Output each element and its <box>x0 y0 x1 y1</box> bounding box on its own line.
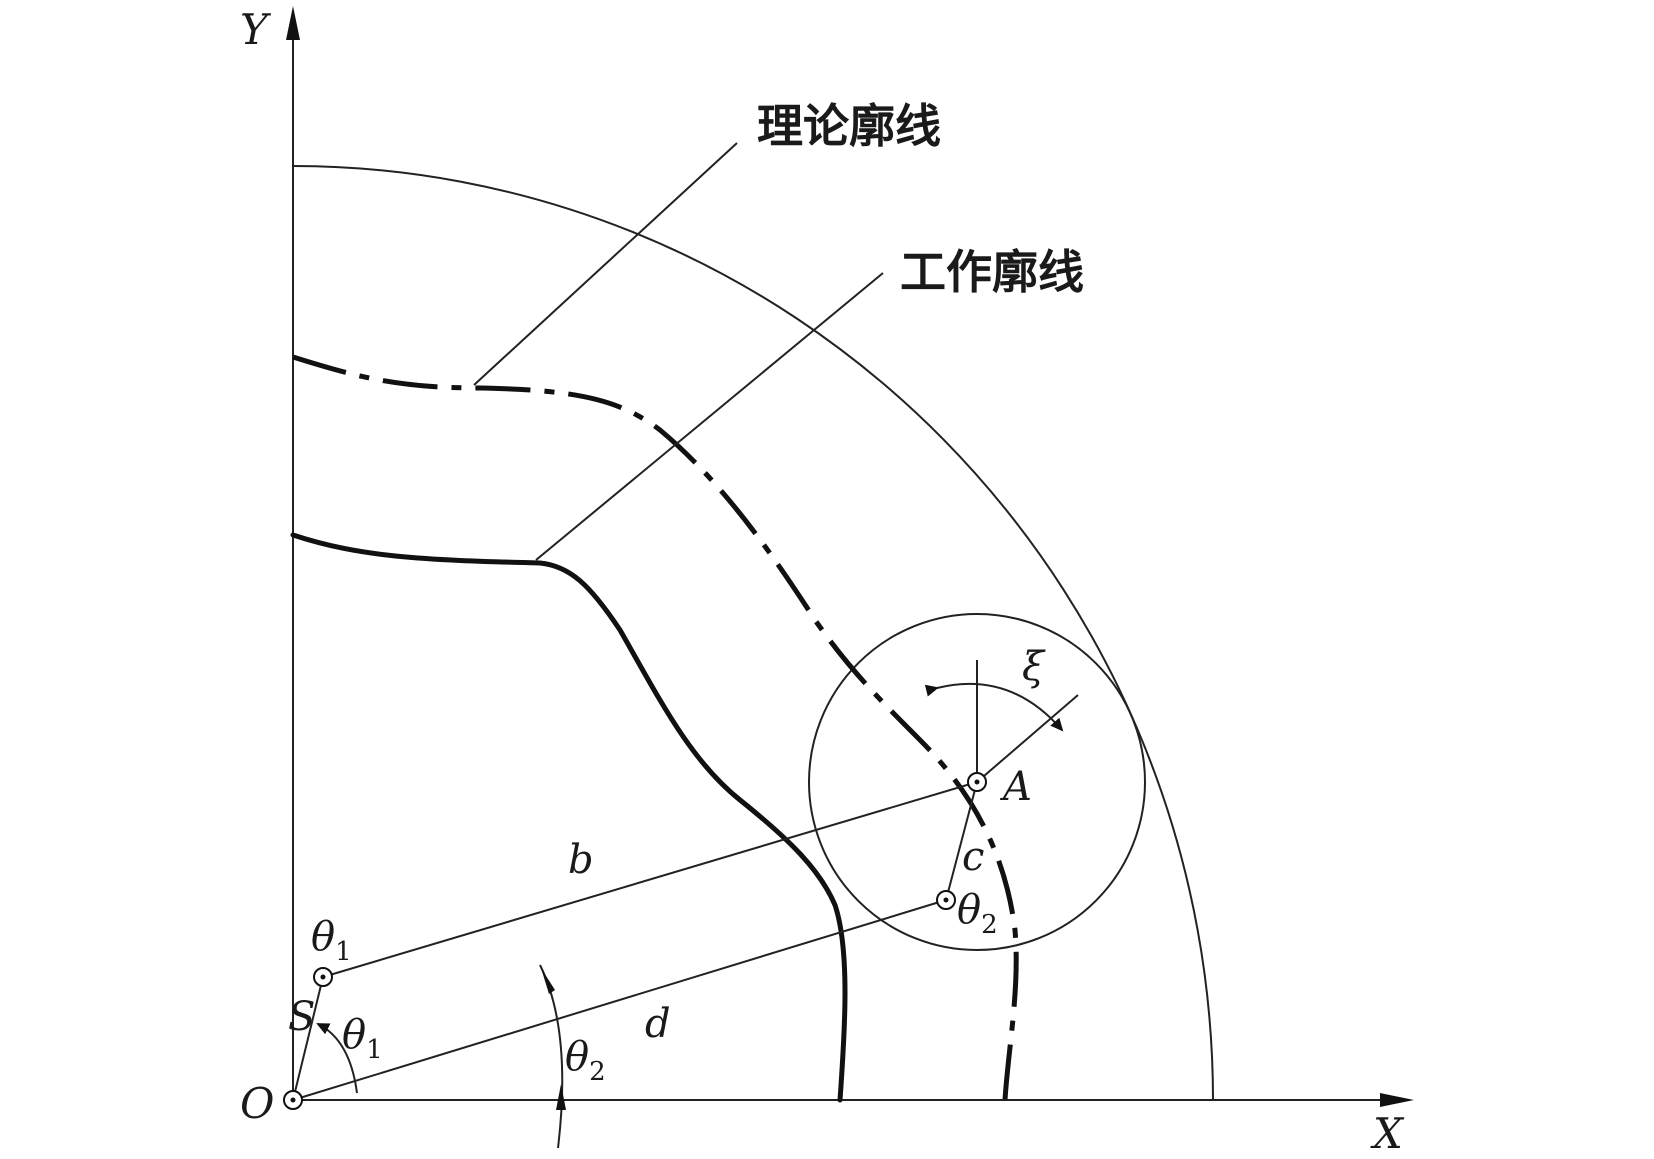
y-axis-label: Y <box>240 5 272 54</box>
label-theta1-angle: θ1 <box>342 1012 383 1065</box>
working-leader-line <box>535 272 884 561</box>
joint-theta1-dot <box>320 974 326 980</box>
xi-angle-arc <box>924 682 1064 732</box>
working-profile-callout: 工作廓线 <box>900 245 1084 299</box>
link-b <box>322 781 978 978</box>
theta1-angle-arc <box>316 1023 358 1094</box>
link-d <box>292 899 947 1101</box>
label-b: b <box>568 837 594 883</box>
joint-origin-dot <box>290 1097 296 1103</box>
label-d: d <box>645 1001 671 1047</box>
x-axis-label: X <box>1370 1109 1405 1158</box>
label-xi: ξ <box>1022 644 1046 690</box>
outer-boundary-arc <box>292 165 1214 1101</box>
theoretical-leader-line <box>473 142 738 386</box>
label-c: c <box>962 834 984 880</box>
link-s <box>292 976 324 1101</box>
label-theta2-joint: θ2 <box>957 887 998 940</box>
y-axis-arrow <box>286 6 300 40</box>
theoretical-profile-callout: 理论廓线 <box>757 99 941 153</box>
label-s: S <box>288 994 315 1040</box>
label-theta2-angle: θ2 <box>565 1034 606 1087</box>
origin-label: O <box>240 1079 274 1128</box>
x-axis-arrow <box>1380 1093 1414 1107</box>
theta2-arrow-top <box>541 968 555 994</box>
roller-circle <box>808 613 1146 951</box>
theta2-arrow-bottom <box>556 1084 566 1110</box>
link-c <box>945 781 978 901</box>
joint-theta2-dot <box>943 897 949 903</box>
joint-a-dot <box>974 779 980 785</box>
theoretical-profile <box>292 354 1019 1101</box>
label-a: A <box>999 764 1032 810</box>
label-theta1-joint: θ1 <box>311 914 352 967</box>
